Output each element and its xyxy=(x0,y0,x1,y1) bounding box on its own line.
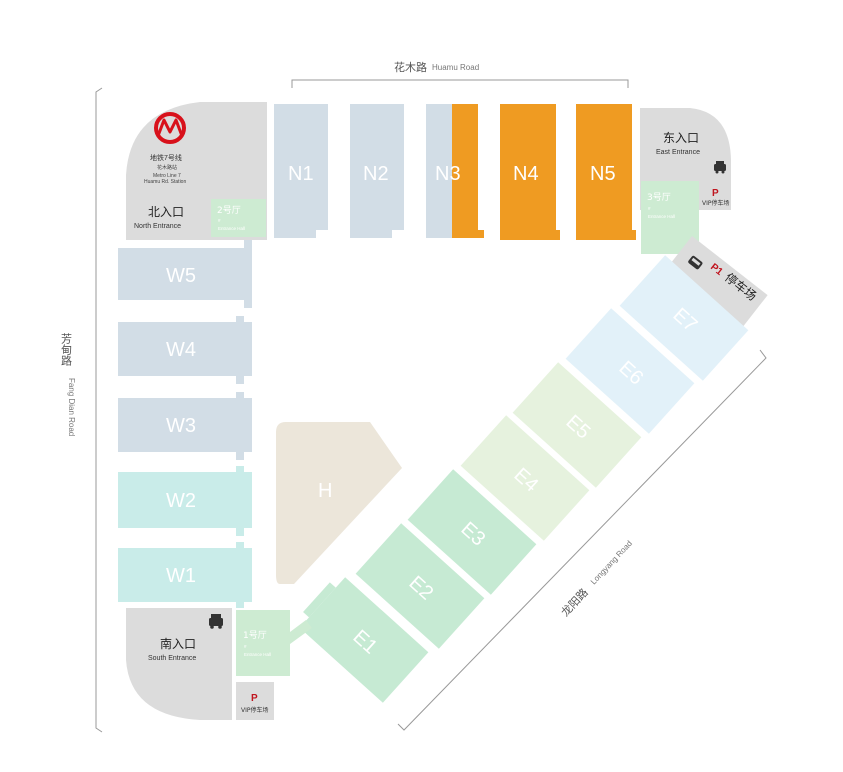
road-north-en: Huamu Road xyxy=(432,63,479,72)
hall-W2-label: W2 xyxy=(166,490,196,512)
hall-N2-label: N2 xyxy=(363,163,389,185)
hall-N2[interactable]: N2 xyxy=(350,104,404,238)
east-entrance-cn: 东入口 xyxy=(663,131,699,145)
hall-N5-label: N5 xyxy=(590,163,616,185)
entrance-hall-3-sub: # xyxy=(648,206,651,211)
taxi-icon-east xyxy=(714,161,726,174)
entrance-hall-2-cn: 2号厅 xyxy=(217,205,241,216)
hall-W4[interactable]: W4 xyxy=(118,316,252,384)
entrance-hall-1-en: Entrance Hall xyxy=(244,652,271,657)
hall-W1-label: W1 xyxy=(166,565,196,587)
vip-parking-south-label: VIP停车场 xyxy=(241,706,269,714)
hall-W3[interactable]: W3 xyxy=(118,392,252,460)
hall-N1-label: N1 xyxy=(288,163,314,185)
metro-station-en: Huamu Rd. Station xyxy=(144,179,186,185)
entrance-hall-3[interactable] xyxy=(641,181,699,254)
entrance-hall-2-sub: # xyxy=(218,218,221,223)
hall-N3-label: N3 xyxy=(435,163,461,185)
entrance-hall-2-en: Entrance Hall xyxy=(218,226,245,231)
hall-E3[interactable]: E3 xyxy=(407,469,537,595)
entrance-hall-1-sub: # xyxy=(244,644,247,649)
hall-W5-label: W5 xyxy=(166,265,196,287)
hall-W3-label: W3 xyxy=(166,415,196,437)
entrance-hall-1[interactable] xyxy=(236,610,290,676)
fangdian-road-bracket xyxy=(95,87,103,733)
road-west-en: Fang Dian Road xyxy=(67,378,76,436)
longyang-road-bracket xyxy=(397,349,767,731)
hall-E4[interactable]: E4 xyxy=(460,415,590,541)
hall-N4[interactable]: N4 xyxy=(500,104,560,240)
hall-E6[interactable]: E6 xyxy=(565,308,695,434)
entrance-hall-3-en: Entrance Hall xyxy=(648,214,675,219)
road-southeast-cn: 龙阳路 xyxy=(559,586,591,619)
hall-W1[interactable]: W1 xyxy=(118,542,252,608)
east-entrance-en: East Entrance xyxy=(656,149,700,156)
hall-E5[interactable]: E5 xyxy=(512,362,642,488)
south-entrance-en: South Entrance xyxy=(148,655,196,662)
vip-parking-east-label: VIP停车场 xyxy=(702,199,730,207)
vip-parking-east-letter: P xyxy=(712,188,719,199)
road-north-cn: 花木路 xyxy=(394,61,427,74)
entrance-hall-2[interactable] xyxy=(211,199,266,237)
metro-logo-icon xyxy=(154,112,186,144)
road-southeast-en: Longyang Road xyxy=(589,539,634,586)
north-entrance-en: North Entrance xyxy=(134,223,181,230)
vip-parking-south-letter: P xyxy=(251,693,258,704)
road-west-cn: 芳甸路 xyxy=(60,332,73,367)
vip-parking-east[interactable] xyxy=(700,181,731,209)
entrance-hall-1-cn: 1号厅 xyxy=(243,630,267,641)
north-entrance-cn: 北入口 xyxy=(148,205,184,219)
south-entrance-cn: 南入口 xyxy=(160,636,196,651)
hall-E7[interactable]: E7 xyxy=(619,255,749,381)
metro-line-cn: 地铁7号线 xyxy=(150,153,182,162)
metro-station-cn: 花木路站 xyxy=(157,164,177,171)
huamu-road-bracket xyxy=(291,79,629,88)
hall-N1[interactable]: N1 xyxy=(274,104,328,238)
taxi-icon-south xyxy=(209,614,223,629)
hall-H[interactable] xyxy=(276,422,402,584)
bus-icon xyxy=(688,255,703,270)
entrance-hall-3-cn: 3号厅 xyxy=(647,192,671,203)
hall-W4-label: W4 xyxy=(166,339,196,361)
connector-hall1-e1 xyxy=(290,620,312,644)
hall-W5[interactable]: W5 xyxy=(118,240,252,308)
hall-N5[interactable]: N5 xyxy=(576,104,636,240)
hall-E2[interactable]: E2 xyxy=(355,523,485,649)
hall-W2[interactable]: W2 xyxy=(118,466,252,536)
road-west-label: 芳甸路 xyxy=(60,332,73,367)
hall-H-label: H xyxy=(318,480,332,502)
hall-E1[interactable]: E1 xyxy=(294,572,429,703)
hall-N3[interactable]: N3 xyxy=(426,104,484,238)
vip-parking-south[interactable] xyxy=(236,682,274,720)
hall-N4-label: N4 xyxy=(513,163,539,185)
south-entrance-area[interactable] xyxy=(126,608,232,720)
metro-line-en: Metro Line 7 xyxy=(153,173,181,179)
